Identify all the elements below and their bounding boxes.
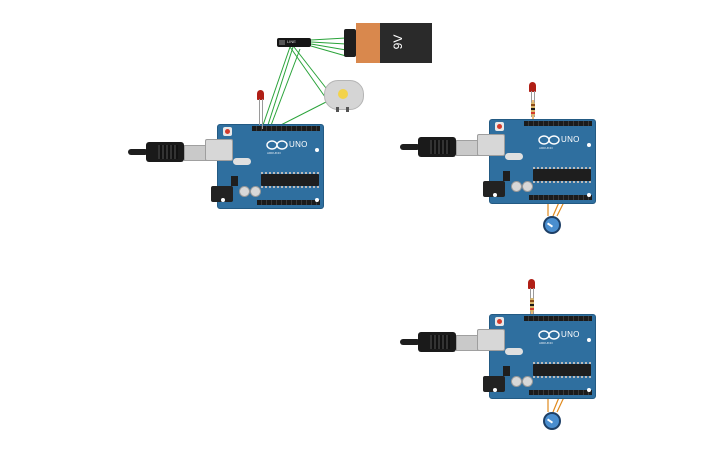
power-jack-icon — [483, 376, 505, 392]
usb-cable-icon — [400, 331, 480, 353]
capacitor-icon — [522, 181, 533, 192]
arduino-pcb — [217, 124, 324, 209]
led-icon[interactable] — [256, 90, 266, 129]
crystal-oscillator — [233, 158, 251, 165]
microcontroller-chip — [533, 362, 591, 378]
wire-battery-board — [269, 48, 301, 129]
board-brand-label: ARDUINO — [539, 341, 553, 345]
arduino-board-2[interactable]: UNO ARDUINO — [477, 119, 596, 204]
resistor-icon[interactable] — [530, 298, 534, 312]
board-brand-label: ARDUINO — [539, 146, 553, 150]
arduino-logo-icon — [538, 330, 560, 340]
dc-motor-icon[interactable] — [324, 80, 364, 112]
board-model-label: UNO — [289, 140, 308, 149]
usb-port-icon — [205, 139, 233, 161]
regulator-icon — [231, 176, 238, 186]
regulator-icon — [503, 366, 510, 376]
arduino-board-3[interactable]: UNO ARDUINO — [477, 314, 596, 399]
slide-switch-icon[interactable]: LINE — [277, 38, 311, 47]
switch-label: LINE — [287, 39, 296, 44]
usb-cable-icon — [400, 136, 480, 158]
digital-header[interactable] — [252, 126, 320, 131]
usb-port-icon — [477, 329, 505, 351]
analog-header[interactable] — [529, 390, 592, 395]
potentiometer-icon[interactable] — [543, 216, 561, 234]
usb-cable-icon — [128, 141, 208, 163]
analog-header[interactable] — [257, 200, 320, 205]
arduino-board-1[interactable]: UNO ARDUINO — [205, 124, 324, 209]
crystal-oscillator — [505, 348, 523, 355]
arduino-pcb — [489, 119, 596, 204]
digital-header[interactable] — [524, 121, 592, 126]
crystal-oscillator — [505, 153, 523, 160]
usb-port-icon — [477, 134, 505, 156]
reset-button[interactable] — [495, 317, 504, 326]
arduino-pcb — [489, 314, 596, 399]
capacitor-icon — [522, 376, 533, 387]
reset-button[interactable] — [495, 122, 504, 131]
regulator-icon — [503, 171, 510, 181]
capacitor-icon — [511, 181, 522, 192]
power-jack-icon — [211, 186, 233, 202]
battery-label: 9V — [391, 34, 405, 50]
arduino-logo-icon — [266, 140, 288, 150]
microcontroller-chip — [261, 172, 319, 188]
board-model-label: UNO — [561, 330, 580, 339]
wire-switch-board-2 — [266, 46, 294, 129]
arduino-logo-icon — [538, 135, 560, 145]
power-jack-icon — [483, 181, 505, 197]
wire-switch-battery-1 — [310, 37, 347, 41]
wire-switch-battery-2 — [310, 41, 347, 45]
capacitor-icon — [511, 376, 522, 387]
reset-button[interactable] — [223, 127, 232, 136]
resistor-icon[interactable] — [531, 102, 535, 116]
battery-9v-icon[interactable]: 9V — [344, 23, 434, 63]
board-brand-label: ARDUINO — [267, 151, 281, 155]
wire-switch-battery-4 — [310, 45, 347, 57]
capacitor-icon — [239, 186, 250, 197]
digital-header[interactable] — [524, 316, 592, 321]
microcontroller-chip — [533, 167, 591, 183]
analog-header[interactable] — [529, 195, 592, 200]
wire-switch-board-1 — [261, 46, 291, 129]
board-model-label: UNO — [561, 135, 580, 144]
capacitor-icon — [250, 186, 261, 197]
potentiometer-icon[interactable] — [543, 412, 561, 430]
wire-switch-battery-3 — [310, 43, 347, 51]
